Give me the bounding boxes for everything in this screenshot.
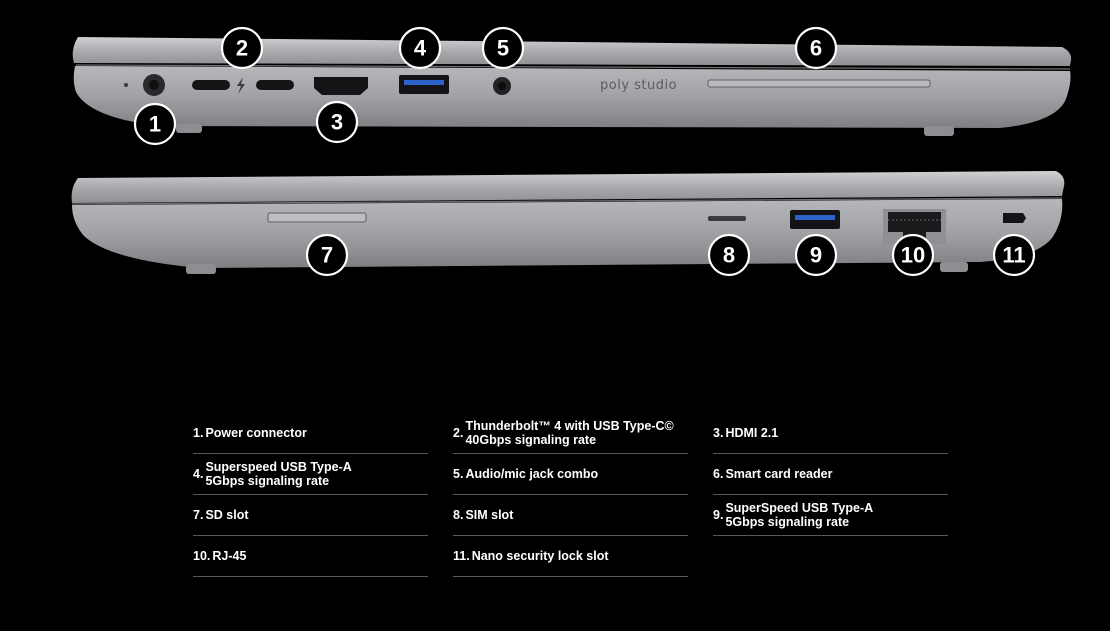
callout-3: 3 (315, 100, 359, 144)
sd-slot-icon (267, 212, 367, 223)
callout-8: 8 (707, 233, 751, 277)
usb-a-port-icon (399, 75, 449, 94)
spec-label: Superspeed USB Type-A 5Gbps signaling ra… (205, 460, 352, 488)
callout-10: 10 (891, 233, 935, 277)
spec-label: Thunderbolt™ 4 with USB Type-C© 40Gbps s… (465, 419, 674, 447)
callout-5: 5 (481, 26, 525, 70)
svg-text:1: 1 (149, 112, 161, 137)
spec-number: 8. (453, 508, 464, 522)
right-foot-back (940, 262, 968, 272)
right-foot-front (186, 264, 216, 274)
callout-4: 4 (398, 26, 442, 70)
callout-2: 2 (220, 26, 264, 70)
spec-item-rj45: 10. RJ-45 (193, 536, 428, 577)
svg-text:5: 5 (497, 36, 509, 61)
usb-c-port-icon (256, 80, 294, 90)
left-foot-back (924, 126, 954, 136)
spec-item-sd-slot: 7. SD slot (193, 495, 428, 536)
right-side-lid (71, 171, 1065, 203)
spec-label: HDMI 2.1 (725, 426, 779, 440)
svg-text:11: 11 (1002, 243, 1025, 268)
hdmi-port-icon (314, 77, 368, 95)
lock-slot-icon (1003, 213, 1026, 223)
usb-a-port-icon (790, 210, 840, 229)
spec-label: Power connector (205, 426, 307, 440)
callout-11: 11 (992, 233, 1036, 277)
callout-6: 6 (794, 26, 838, 70)
callout-9: 9 (794, 233, 838, 277)
spec-label: Audio/mic jack combo (465, 467, 599, 481)
svg-text:8: 8 (723, 243, 735, 268)
rj45-port-icon (883, 209, 946, 244)
thunderbolt-bolt-icon (237, 77, 245, 94)
usb-c-port-icon (192, 80, 230, 90)
svg-text:4: 4 (414, 36, 427, 61)
spec-number: 5. (453, 467, 464, 481)
spec-number: 7. (193, 508, 204, 522)
spec-item-audio-jack: 5. Audio/mic jack combo (453, 454, 688, 495)
spec-number: 2. (453, 426, 464, 440)
audio-jack-icon (493, 77, 511, 95)
spec-number: 1. (193, 426, 204, 440)
spec-number: 11. (453, 549, 470, 563)
svg-text:9: 9 (810, 243, 822, 268)
spec-item-usb-a-right: 9. SuperSpeed USB Type-A 5Gbps signaling… (713, 495, 948, 536)
spec-label: SuperSpeed USB Type-A 5Gbps signaling ra… (725, 501, 873, 529)
spec-label: RJ-45 (212, 549, 247, 563)
spec-item-sim-slot: 8. SIM slot (453, 495, 688, 536)
spec-number: 9. (713, 508, 724, 522)
spec-item-usb-a-left: 4. Superspeed USB Type-A 5Gbps signaling… (193, 454, 428, 495)
smart-card-slot-icon (707, 79, 931, 88)
svg-text:6: 6 (810, 36, 822, 61)
svg-text:10: 10 (901, 243, 925, 268)
sim-slot-icon (708, 216, 746, 221)
spec-label: Nano security lock slot (471, 549, 609, 563)
spec-item-lock-slot: 11. Nano security lock slot (453, 536, 688, 577)
spec-item-power-connector: 1. Power connector (193, 413, 428, 454)
spec-item-thunderbolt: 2. Thunderbolt™ 4 with USB Type-C© 40Gbp… (453, 413, 688, 454)
callouts: 1 2 3 4 5 6 7 (133, 26, 1036, 277)
spec-number: 6. (713, 467, 724, 481)
led-indicator (124, 83, 128, 87)
spec-number: 3. (713, 426, 724, 440)
spec-number: 10. (193, 549, 211, 563)
power-port-icon (143, 74, 165, 96)
svg-text:3: 3 (331, 110, 343, 135)
spec-number: 4. (193, 467, 204, 481)
svg-text:2: 2 (236, 36, 248, 61)
spec-label: SIM slot (465, 508, 514, 522)
spec-item-smart-card: 6. Smart card reader (713, 454, 948, 495)
callout-7: 7 (305, 233, 349, 277)
spec-label: Smart card reader (725, 467, 833, 481)
brand-label: poly studio (600, 78, 677, 93)
spec-item-hdmi: 3. HDMI 2.1 (713, 413, 948, 454)
left-foot-front (176, 124, 202, 133)
spec-label: SD slot (205, 508, 249, 522)
svg-text:7: 7 (321, 243, 333, 268)
callout-1: 1 (133, 102, 177, 146)
